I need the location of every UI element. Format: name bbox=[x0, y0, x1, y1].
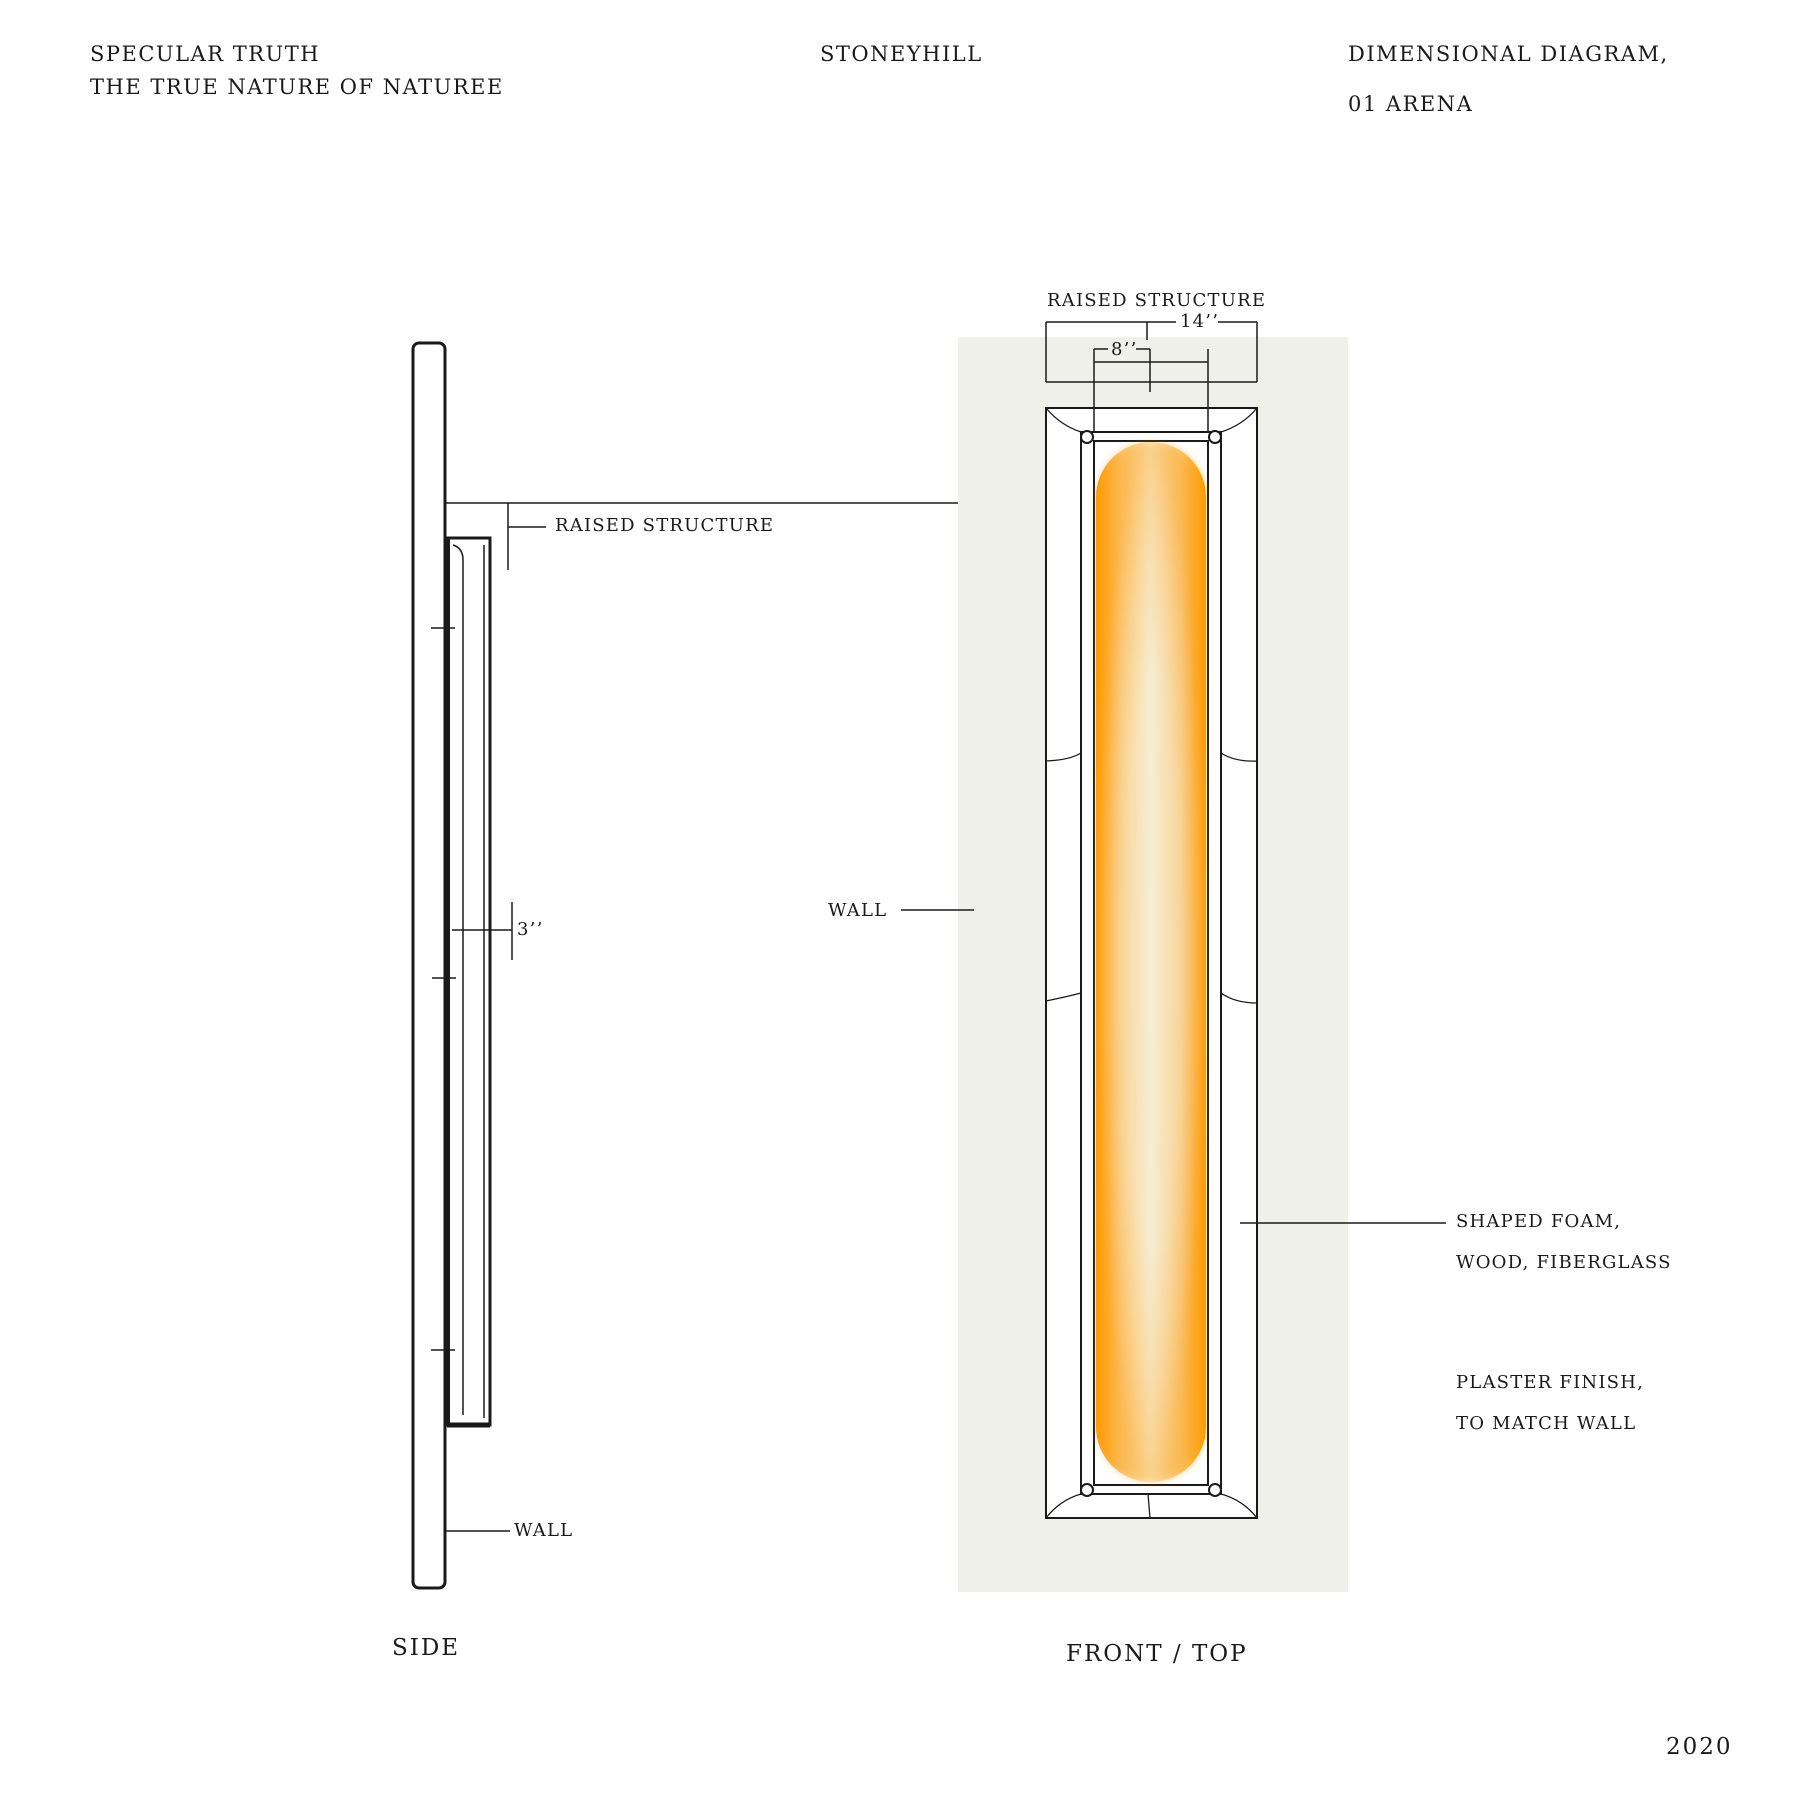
front-raised-structure-label: RAISED STRUCTURE bbox=[1047, 290, 1267, 311]
material-label-line2: WOOD, FIBERGLASS bbox=[1456, 1252, 1672, 1273]
finish-label-line2: TO MATCH WALL bbox=[1456, 1413, 1637, 1434]
front-wall-label: WALL bbox=[828, 900, 888, 921]
material-label-line1: SHAPED FOAM, bbox=[1456, 1211, 1622, 1232]
side-wall-panel bbox=[411, 341, 447, 1590]
studio-name: STONEYHILL bbox=[820, 42, 983, 66]
inner-width-label: 8’’ bbox=[1111, 339, 1138, 360]
side-raised-structure-label: RAISED STRUCTURE bbox=[555, 515, 775, 536]
side-depth-label: 3’’ bbox=[517, 919, 544, 940]
piece-name: 01 ARENA bbox=[1348, 92, 1474, 116]
outer-width-label: 14’’ bbox=[1180, 311, 1220, 332]
front-view bbox=[901, 321, 1446, 1592]
project-subtitle: THE TRUE NATURE OF NATUREE bbox=[90, 75, 504, 99]
side-view-caption: SIDE bbox=[392, 1635, 461, 1661]
front-view-caption: FRONT / TOP bbox=[1066, 1641, 1248, 1667]
finish-label-line1: PLASTER FINISH, bbox=[1456, 1372, 1645, 1393]
diagram-type: DIMENSIONAL DIAGRAM, bbox=[1348, 42, 1669, 66]
project-title: SPECULAR TRUTH bbox=[90, 42, 321, 66]
side-wall-label: WALL bbox=[514, 1520, 574, 1541]
year-label: 2020 bbox=[1666, 1734, 1733, 1760]
inner-frame bbox=[1080, 431, 1222, 1495]
